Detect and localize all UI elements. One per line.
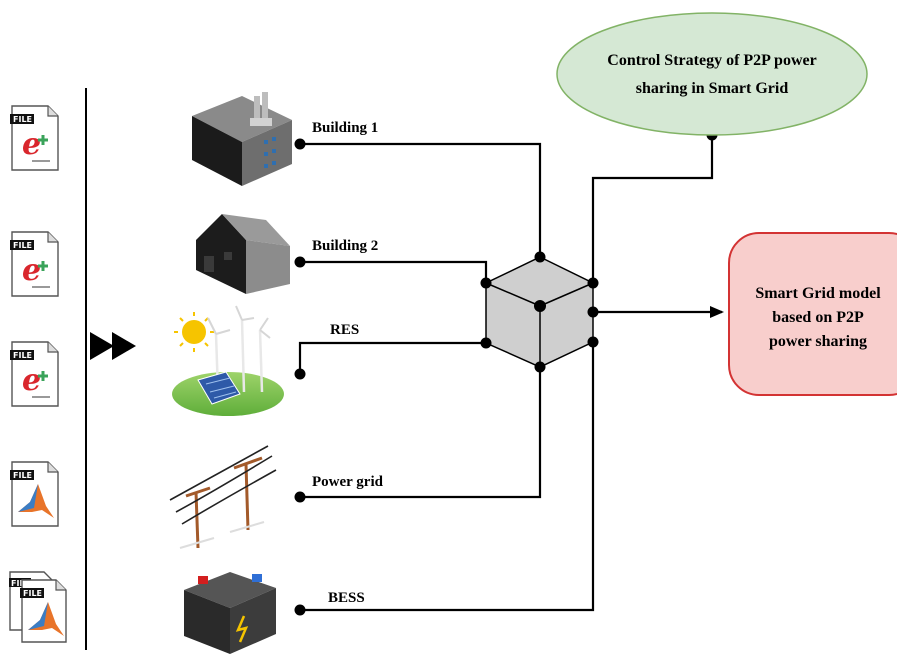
model-line-2: based on P2P (772, 309, 864, 326)
model-line-1: Smart Grid model (755, 285, 881, 302)
file-tag: FILE (13, 115, 32, 124)
energyplus-file-icon: FILE e (10, 105, 59, 171)
control-strategy-node: Control Strategy of P2P power sharing in… (556, 12, 868, 136)
svg-text:e: e (22, 253, 41, 288)
file-tag: FILE (13, 241, 32, 250)
connection-wires (298, 135, 724, 612)
p2p-hub-cube (485, 256, 594, 368)
svg-text:e: e (22, 363, 41, 398)
label-bess: BESS (328, 590, 365, 606)
control-strategy-line-1: Control Strategy of P2P power (607, 52, 816, 69)
file-tag: FILE (13, 471, 32, 480)
fast-forward-arrow-icon (90, 332, 136, 360)
matlab-file-icon: FILE (10, 461, 59, 527)
energyplus-file-icon: FILE e (10, 231, 59, 297)
building-1-icon (192, 92, 292, 186)
matlab-multi-file-icon: FILE FILE (9, 571, 67, 643)
model-line-3: power sharing (769, 333, 867, 350)
junction-dots (294, 129, 718, 616)
battery-icon (184, 572, 276, 654)
file-tag: FILE (23, 589, 42, 598)
energyplus-file-icon: FILE e (10, 341, 59, 407)
file-column: FILE e FILE e FILE e (9, 88, 87, 650)
control-strategy-line-2: sharing in Smart Grid (636, 80, 789, 97)
power-grid-icon (169, 445, 277, 549)
label-power-grid: Power grid (312, 474, 384, 490)
label-res: RES (330, 322, 359, 338)
label-building-1: Building 1 (312, 120, 378, 136)
file-tag: FILE (11, 579, 30, 588)
building-2-icon (196, 214, 290, 294)
label-building-2: Building 2 (312, 238, 378, 254)
renewable-energy-icon (172, 305, 284, 416)
file-tag: FILE (13, 351, 32, 360)
svg-text:e: e (22, 127, 41, 162)
smart-grid-model-node: Smart Grid model based on P2P power shar… (728, 232, 897, 396)
